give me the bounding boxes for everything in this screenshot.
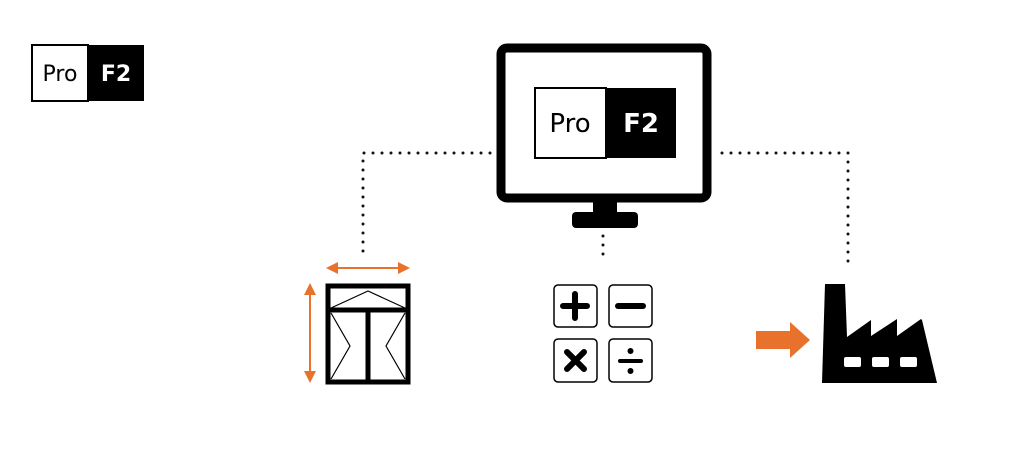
monitor-logo: Pro F2	[534, 87, 676, 159]
connector-left	[361, 151, 492, 254]
factory-icon	[822, 284, 937, 383]
monitor-icon: Pro F2	[496, 43, 712, 228]
arrow-right-icon	[756, 322, 810, 358]
connector-right	[720, 151, 850, 264]
profi2-logo: Pro F2	[31, 44, 144, 102]
divide-icon	[608, 338, 653, 383]
plus-icon	[553, 284, 598, 328]
calculator-operations-icon	[553, 284, 653, 383]
minus-icon	[608, 284, 653, 328]
logo-f2-text: F2	[101, 62, 131, 87]
monitor-logo-f2-text: F2	[623, 109, 659, 139]
height-arrow-icon	[304, 283, 316, 383]
multiply-icon	[553, 338, 598, 383]
window-dimensions-icon	[304, 262, 411, 385]
width-arrow-icon	[326, 262, 410, 274]
monitor-logo-pro-text: Pro	[549, 109, 590, 139]
logo-pro-text: Pro	[43, 62, 78, 87]
